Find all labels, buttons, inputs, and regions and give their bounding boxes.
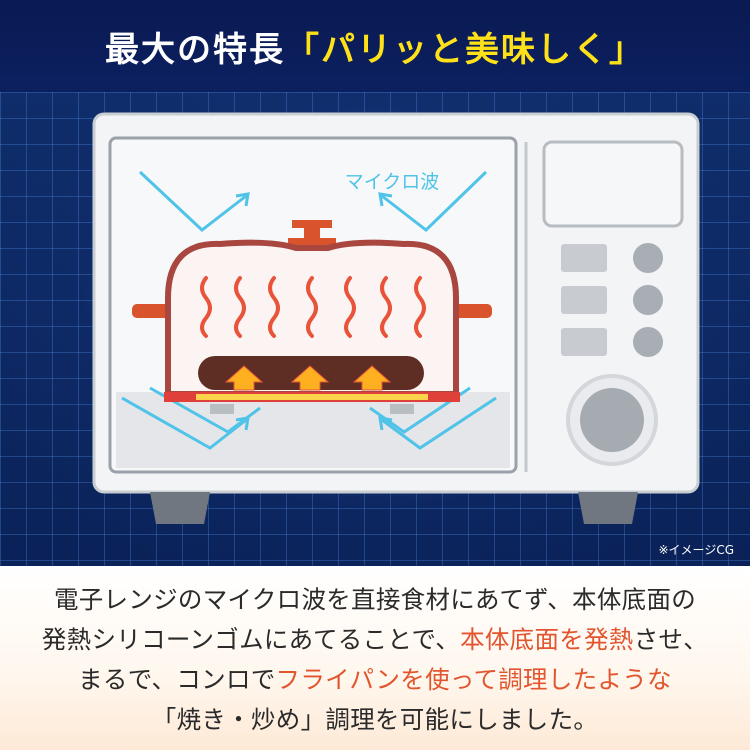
illustration-area: マイクロ波 [0,92,750,566]
description-line-2a: 発熱シリコーンゴムにあてることで、 [41,625,461,654]
description-line-1: 電子レンジのマイクロ波を直接食材にあてず、本体底面の [53,585,697,614]
description-area: 電子レンジのマイクロ波を直接食材にあてず、本体底面の 発熱シリコーンゴムにあてる… [0,566,750,750]
feature-title-highlight: 「パリッと美味しく」 [285,29,645,70]
up-arrow-icon [224,365,392,391]
heat-wave-icon [200,276,426,338]
feature-title: 最大の特長「パリッと美味しく」 [105,22,645,71]
description-line-3a: まるで、コンロで [78,665,276,694]
feature-title-main: 最大の特長 [105,29,285,70]
microwave-label: マイクロ波 [345,171,440,193]
header-banner: 最大の特長「パリッと美味しく」 [0,0,750,92]
description-text: 電子レンジのマイクロ波を直接食材にあてず、本体底面の 発熱シリコーンゴムにあてる… [0,566,750,740]
description-line-4: 「焼き・炒め」調理を可能にしました。 [151,705,599,734]
description-line-2-emphasis: 本体底面を発熱 [460,625,634,654]
microwave-illustration: マイクロ波 [92,112,700,524]
description-line-3-emphasis: フライパンを使って調理したような [275,665,672,694]
image-note: ※イメージCG [658,543,735,557]
microwave-arrow-icon [121,170,497,450]
description-line-2b: させ、 [633,625,709,654]
